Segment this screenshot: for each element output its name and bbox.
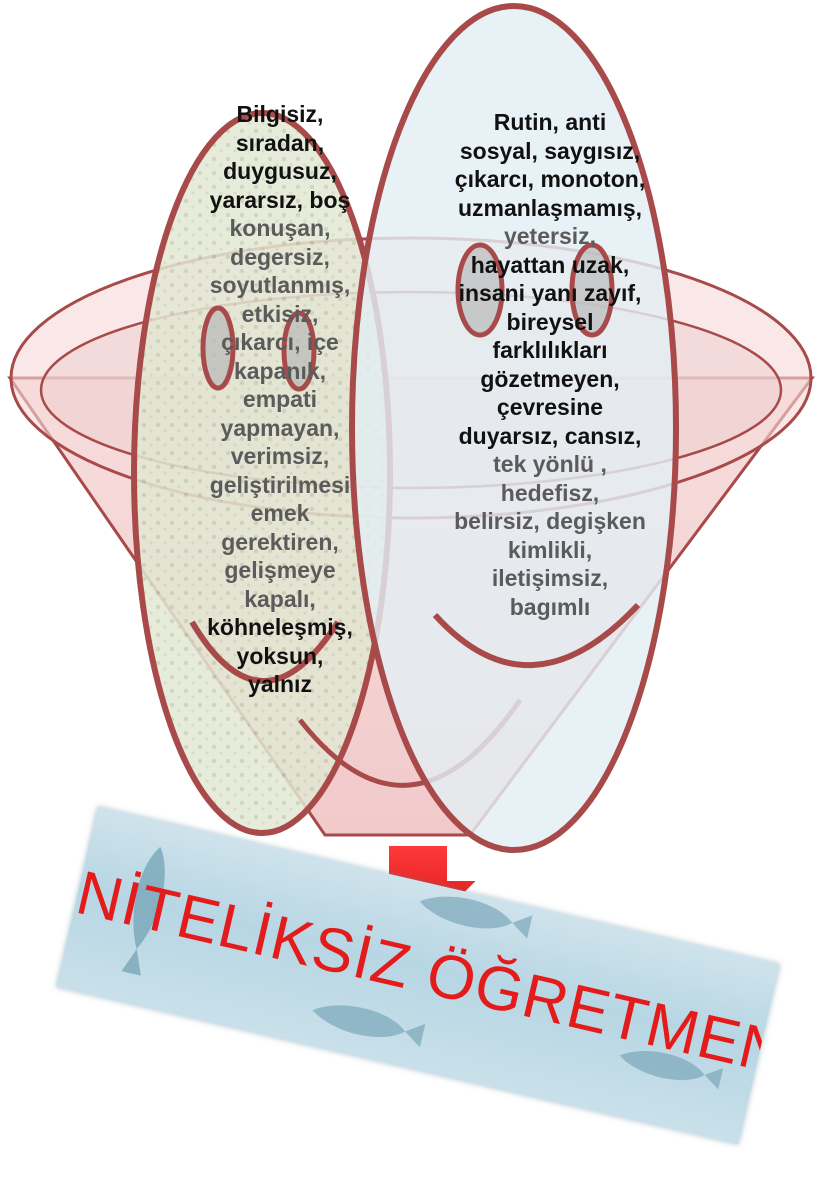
left-trait: soyutlanmış, — [209, 272, 351, 298]
left-trait: köhneleşmiş, — [207, 614, 353, 640]
right-trait: bagımlı — [509, 593, 591, 620]
right-trait: çıkarcı, monoton, — [454, 166, 646, 192]
left-eye — [200, 305, 236, 391]
right-trait: sosyal, saygısız, — [459, 137, 641, 164]
left-trait: kapalı, — [244, 585, 316, 612]
left-trait: kapanık, — [233, 357, 327, 384]
left-trait: yararsız, boş — [209, 186, 351, 213]
left-trait: Bilgisiz, — [236, 101, 324, 127]
right-trait: Rutin, anti — [493, 109, 607, 135]
right-trait: gözetmeyen, — [480, 365, 620, 392]
right-trait: hayattan uzak, — [470, 251, 630, 278]
right-trait: kimlikli, — [507, 536, 593, 563]
right-trait: insani yanı zayıf, — [458, 280, 642, 306]
right-trait: belirsiz, degişken — [454, 508, 646, 534]
left-trait: çıkarcı, içe — [221, 329, 339, 355]
right-eye-left-face — [281, 310, 317, 392]
right-trait: iletişimsiz, — [491, 565, 609, 591]
left-trait: sıradan, — [235, 129, 325, 156]
right-trait: farklılıkları — [492, 337, 608, 363]
right-trait: duyarsız, cansız, — [458, 422, 642, 449]
right-trait: çevresine — [496, 394, 604, 420]
right-face-traits: Rutin, anti sosyal, saygısız, çıkarcı, m… — [400, 108, 700, 621]
left-face-traits: Bilgisiz, sıradan, duygusuz, yararsız, b… — [150, 100, 410, 699]
right-trait: tek yönlü , — [493, 451, 607, 477]
fish-icon — [419, 896, 533, 939]
left-trait: empati — [242, 386, 318, 412]
left-trait: geliştirilmesi — [209, 471, 351, 498]
right-trait: hedefisz, — [500, 479, 600, 506]
right-face-eye-left — [455, 242, 505, 338]
left-trait: etkisiz, — [241, 300, 319, 327]
fish-icon — [312, 1005, 426, 1048]
right-trait: yetersiz, — [503, 223, 597, 249]
right-trait: bireysel — [506, 308, 594, 335]
right-face-eye-right — [569, 242, 615, 338]
left-trait: gerektiren, — [221, 528, 339, 555]
result-banner: NİTELİKSİZ ÖĞRETMEN — [56, 806, 780, 1145]
left-trait: emek — [250, 500, 310, 526]
left-trait: duygusuz, — [223, 158, 337, 184]
left-trait: gelişmeye — [224, 557, 336, 583]
left-trait: verimsiz, — [230, 443, 330, 469]
left-trait: yapmayan, — [220, 414, 340, 441]
right-trait: uzmanlaşmamış, — [457, 194, 643, 221]
left-trait: yalnız — [248, 671, 312, 697]
left-trait: yoksun, — [236, 642, 324, 669]
left-face-smile — [189, 620, 341, 684]
fish-icon — [121, 846, 165, 976]
left-trait: konuşan, — [229, 215, 331, 241]
fish-icon — [619, 1051, 724, 1090]
right-face-smile — [432, 602, 641, 669]
left-trait: degersiz, — [230, 243, 330, 270]
